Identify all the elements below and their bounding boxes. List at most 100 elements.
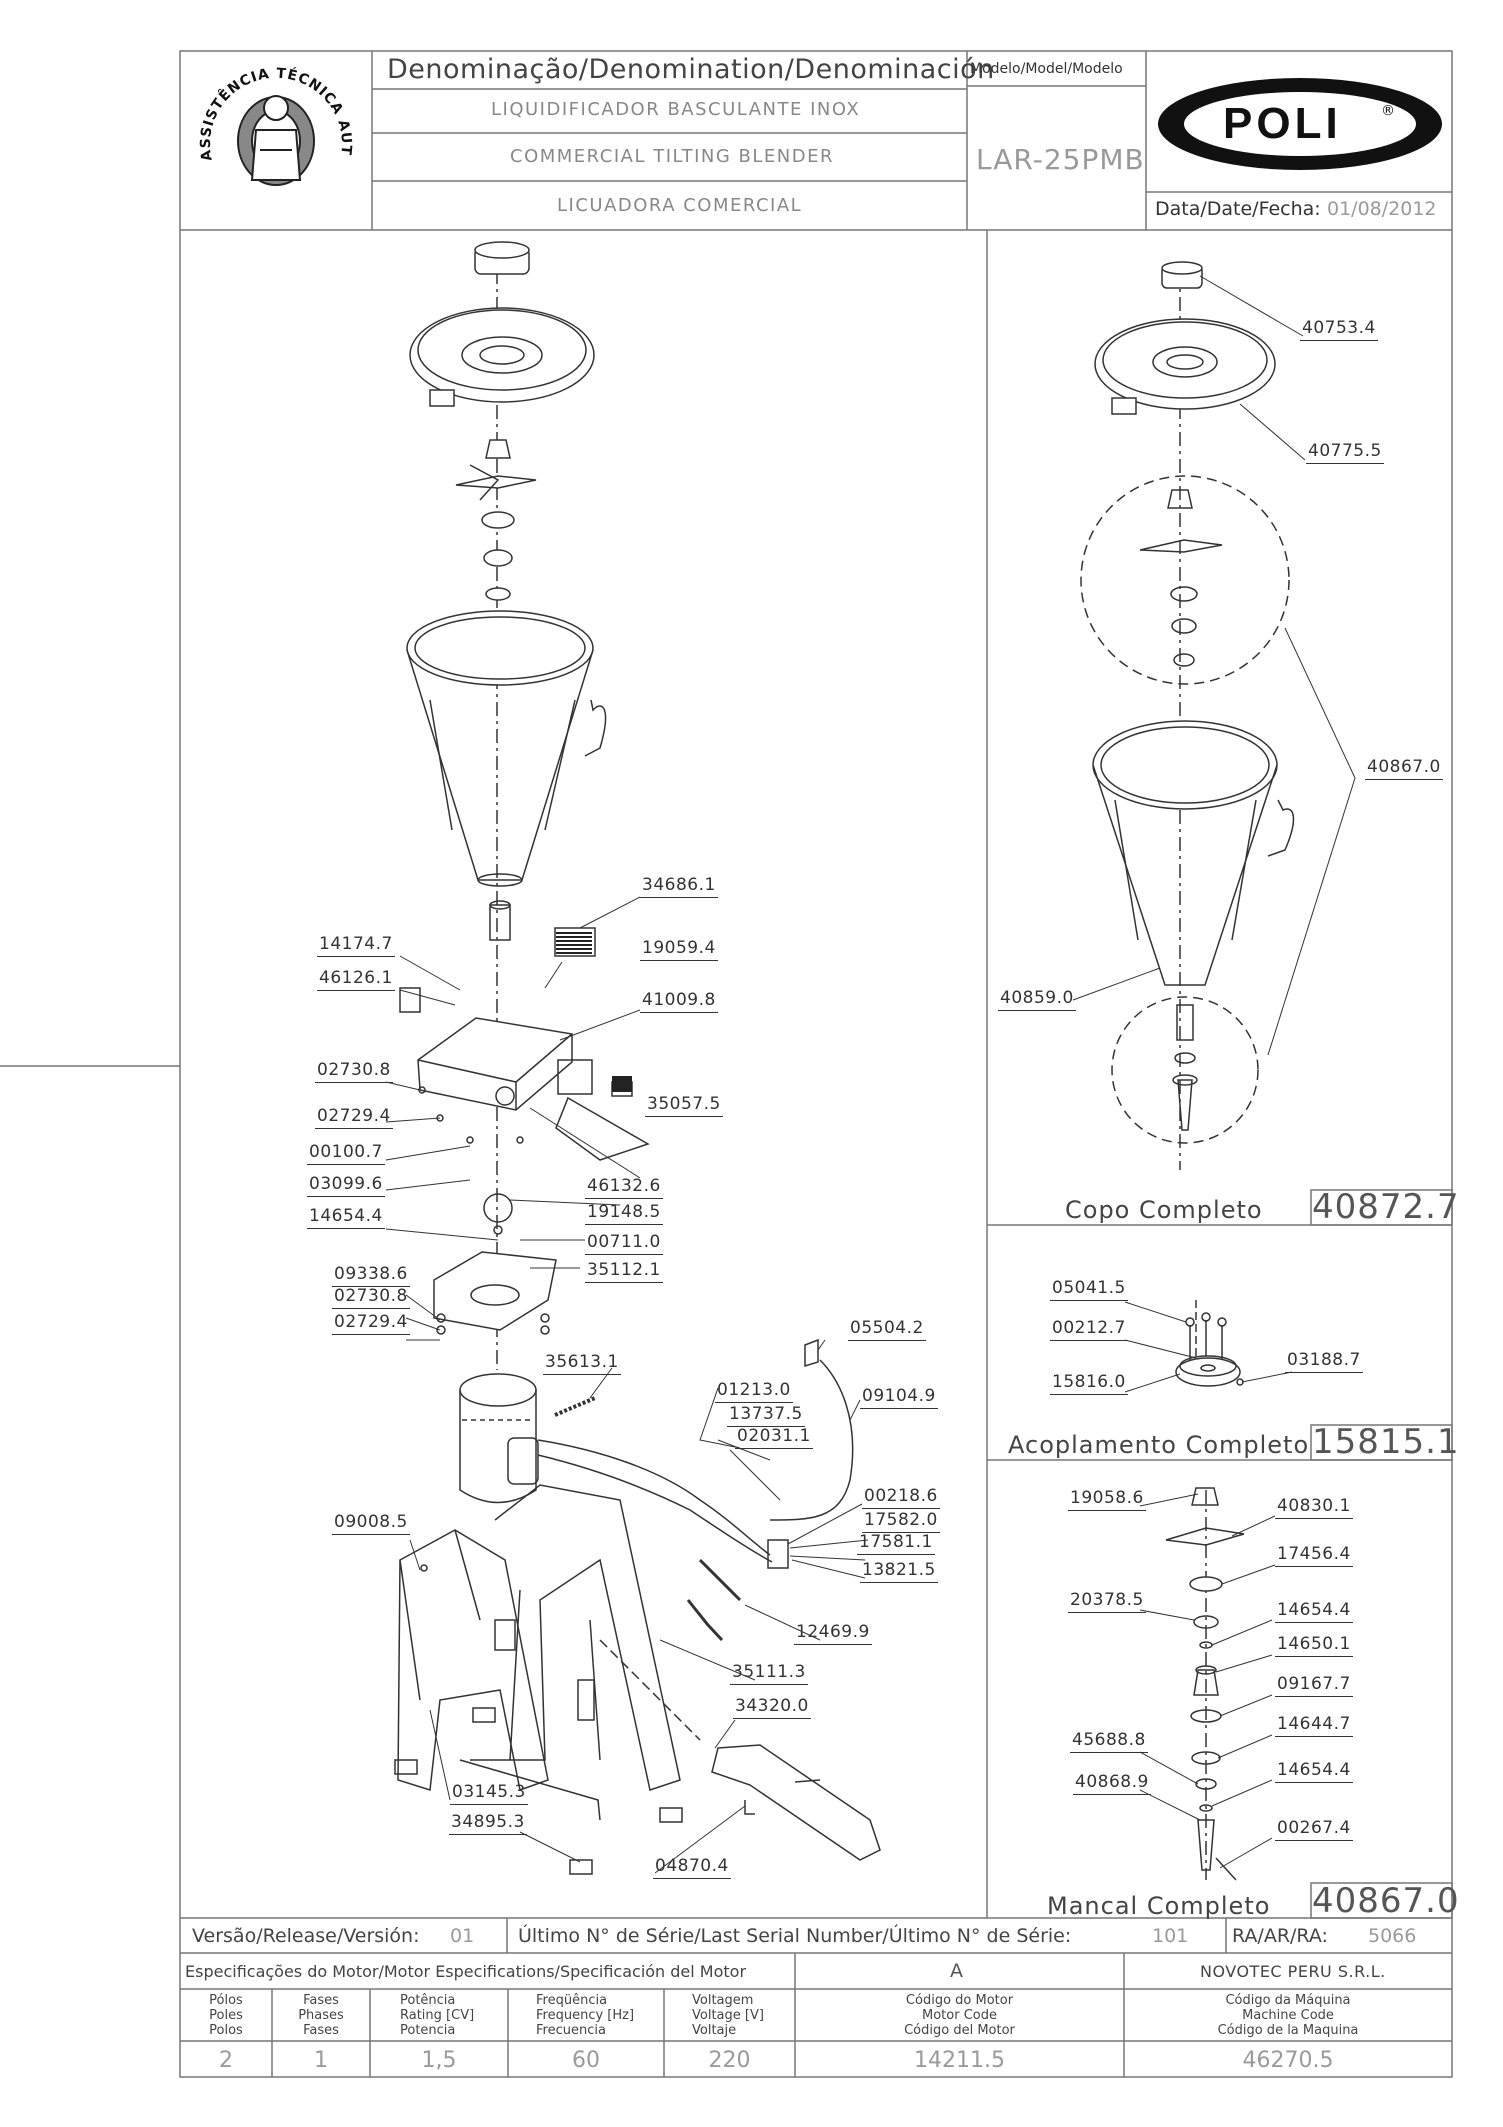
- authorized-service-seal: ASSISTÊNCIA TÉCNICA AUTORIZADA: [190, 60, 362, 222]
- brand-name: POLI: [1223, 99, 1342, 148]
- part-label: 40753.4: [1300, 318, 1378, 341]
- denomination-label: Denominação/Denomination/Denominación: [387, 54, 995, 85]
- part-label: 00212.7: [1050, 1318, 1128, 1341]
- part-label: 09008.5: [332, 1512, 410, 1535]
- part-label: 35613.1: [543, 1352, 621, 1375]
- part-label: 09167.7: [1275, 1674, 1353, 1697]
- switch-box: [612, 1076, 632, 1092]
- phases-value: 1: [314, 2048, 328, 2073]
- part-label: 14654.4: [1275, 1760, 1353, 1783]
- part-label: 14650.1: [1275, 1634, 1353, 1657]
- part-label: 35111.3: [730, 1662, 808, 1685]
- part-label: 46132.6: [585, 1176, 663, 1199]
- motor-letter: A: [950, 1960, 963, 1982]
- part-label: 15816.0: [1050, 1372, 1128, 1395]
- motor-code-value: 14211.5: [914, 2048, 1005, 2073]
- brand-registered-mark: ®: [1381, 103, 1395, 119]
- poles-value: 2: [219, 2048, 233, 2073]
- part-label: 01213.0: [715, 1380, 793, 1403]
- part-label: 19058.6: [1068, 1488, 1146, 1511]
- part-label: 34895.3: [449, 1812, 527, 1835]
- poli-logo: POLI ®: [1155, 76, 1445, 172]
- part-label: 40867.0: [1365, 757, 1443, 780]
- part-label: 19059.4: [640, 938, 718, 961]
- model-value: LAR-25PMB: [976, 143, 1145, 176]
- part-label: 02730.8: [332, 1286, 410, 1309]
- date-label: Data/Date/Fecha:: [1155, 198, 1321, 220]
- model-label: Modelo/Model/Modelo: [970, 61, 1123, 77]
- part-label: 02729.4: [315, 1106, 393, 1129]
- part-label: 20378.5: [1068, 1590, 1146, 1613]
- part-label: 34320.0: [733, 1696, 811, 1719]
- col-motor-code: Código do Motor Motor Code Código del Mo…: [904, 1993, 1015, 2038]
- product-name-en: COMMERCIAL TILTING BLENDER: [510, 146, 834, 167]
- part-label: 05041.5: [1050, 1278, 1128, 1301]
- part-label: 13737.5: [727, 1404, 805, 1427]
- part-label: 46126.1: [317, 968, 395, 991]
- part-label: 12469.9: [794, 1622, 872, 1645]
- version-value: 01: [450, 1925, 475, 1947]
- company-name: NOVOTEC PERU S.R.L.: [1200, 1962, 1386, 1981]
- voltage-value: 220: [708, 2048, 751, 2073]
- part-label: 34686.1: [640, 875, 718, 898]
- part-label: 02729.4: [332, 1312, 410, 1335]
- date-value: 01/08/2012: [1327, 198, 1437, 220]
- part-label: 00267.4: [1275, 1818, 1353, 1841]
- motor-spec-label: Especificações do Motor/Motor Especifica…: [185, 1962, 747, 1981]
- part-label: 17582.0: [862, 1510, 940, 1533]
- col-frequency: Freqüência Frequency [Hz] Frecuencia: [536, 1993, 635, 2038]
- part-label: 03188.7: [1285, 1350, 1363, 1373]
- coupling-section-title: Acoplamento Completo: [1008, 1431, 1310, 1459]
- part-label: 09104.9: [860, 1386, 938, 1409]
- col-phases: Fases Phases Fases: [298, 1993, 344, 2038]
- col-machine-code: Código da Máquina Machine Code Código de…: [1217, 1993, 1359, 2038]
- rating-label-sticker: [556, 930, 592, 954]
- part-label: 09338.6: [332, 1264, 410, 1287]
- part-label: 17456.4: [1275, 1544, 1353, 1567]
- part-label: 40868.9: [1073, 1772, 1151, 1795]
- cup-section-title: Copo Completo: [1065, 1196, 1263, 1224]
- coupling-section-code: 15815.1: [1312, 1422, 1460, 1462]
- part-label: 02031.1: [735, 1426, 813, 1449]
- col-poles: Pólos Poles Polos: [209, 1993, 243, 2038]
- part-label: 35112.1: [585, 1260, 663, 1283]
- part-label: 13821.5: [860, 1560, 938, 1583]
- product-name-es: LICUADORA COMERCIAL: [557, 195, 803, 216]
- part-label: 14644.7: [1275, 1714, 1353, 1737]
- part-label: 14654.4: [307, 1206, 385, 1229]
- part-label: 40859.0: [998, 988, 1076, 1011]
- part-label: 00100.7: [307, 1142, 385, 1165]
- machine-code-value: 46270.5: [1242, 2048, 1334, 2073]
- part-label: 40775.5: [1306, 441, 1384, 464]
- bearing-section-code: 40867.0: [1312, 1881, 1460, 1921]
- part-label: 00218.6: [862, 1486, 940, 1509]
- part-label: 00711.0: [585, 1232, 663, 1255]
- part-label: 41009.8: [640, 990, 718, 1013]
- part-label: 14174.7: [317, 934, 395, 957]
- part-label: 03099.6: [307, 1174, 385, 1197]
- version-label: Versão/Release/Versión:: [192, 1925, 420, 1947]
- part-label: 03145.3: [450, 1782, 528, 1805]
- part-label: 02730.8: [315, 1060, 393, 1083]
- col-power: Potência Rating [CV] Potencia: [400, 1993, 475, 2038]
- part-label: 04870.4: [653, 1856, 731, 1879]
- frequency-value: 60: [572, 2048, 600, 2073]
- cup-section-code: 40872.7: [1312, 1187, 1460, 1227]
- part-label: 19148.5: [585, 1202, 663, 1225]
- ra-label: RA/AR/RA:: [1232, 1925, 1328, 1947]
- bearing-section-title: Mancal Completo: [1047, 1892, 1271, 1920]
- part-label: 40830.1: [1275, 1496, 1353, 1519]
- power-value: 1,5: [421, 2048, 457, 2073]
- serial-label: Último N° de Série/Last Serial Number/Úl…: [518, 1925, 1072, 1947]
- part-label: 45688.8: [1070, 1730, 1148, 1753]
- serial-value: 101: [1152, 1925, 1189, 1947]
- part-label: 05504.2: [848, 1318, 926, 1341]
- col-voltage: Voltagem Voltage [V] Voltaje: [692, 1993, 764, 2038]
- part-label: 17581.1: [857, 1532, 935, 1555]
- ra-value: 5066: [1368, 1925, 1417, 1947]
- product-name-pt: LIQUIDIFICADOR BASCULANTE INOX: [491, 99, 861, 120]
- part-label: 14654.4: [1275, 1600, 1353, 1623]
- part-label: 35057.5: [645, 1094, 723, 1117]
